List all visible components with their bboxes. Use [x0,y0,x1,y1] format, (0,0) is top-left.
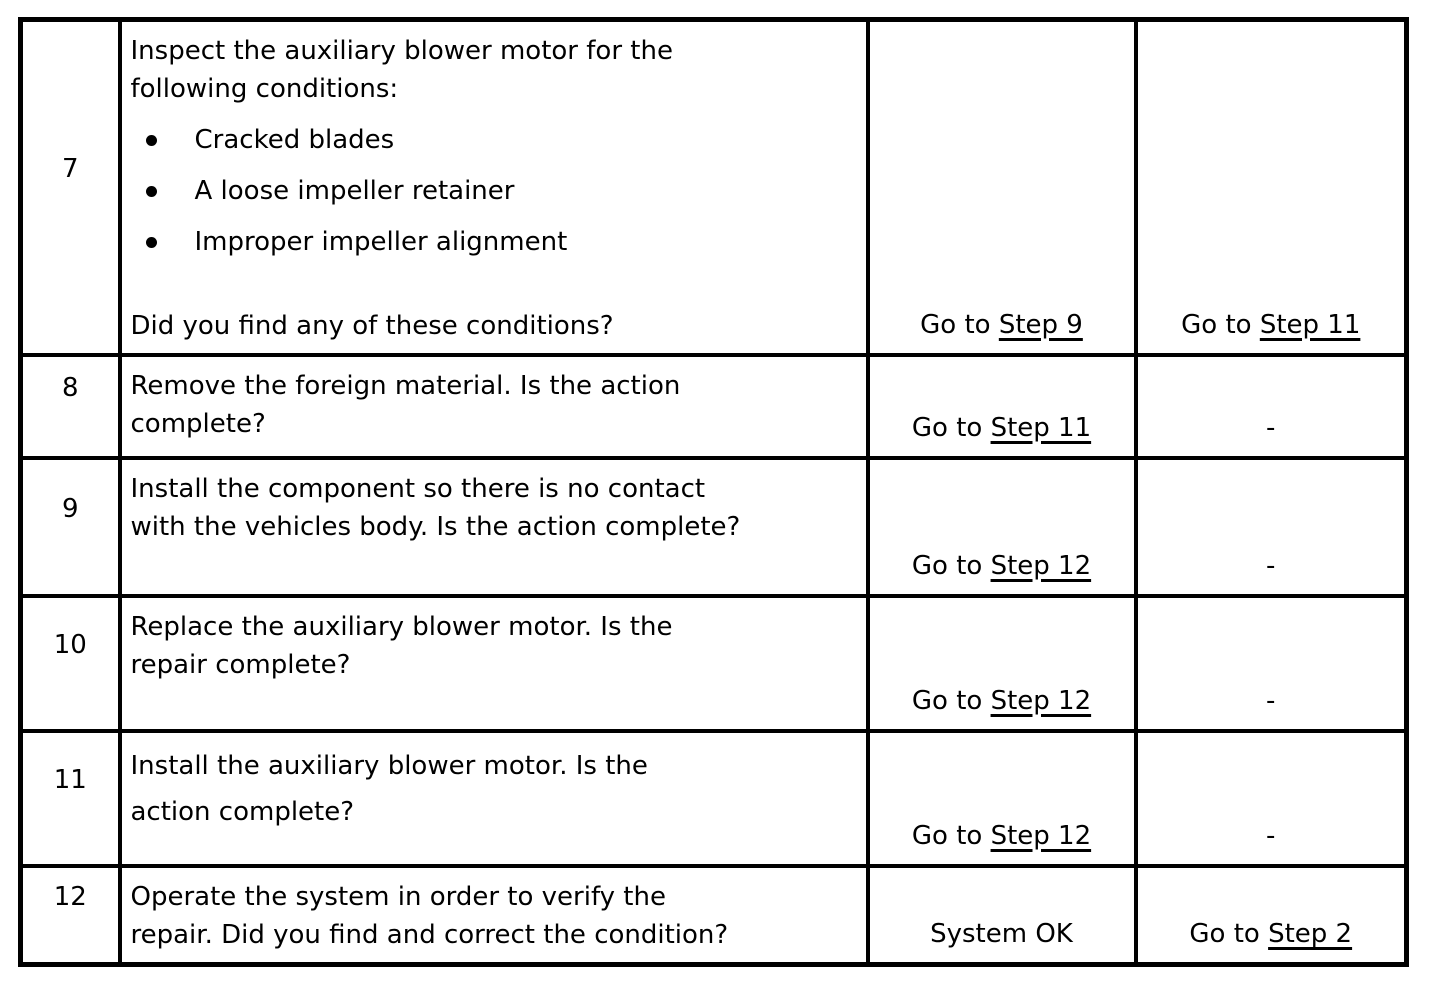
table-row-step-8: 8 Remove the foreign material. Is the ac… [18,352,1409,460]
step-12-link[interactable]: Step 12 [990,550,1092,581]
go-to-text: Go to [911,685,991,716]
yes-result-cell: Go to Step 12 [865,455,1138,598]
action-text: Install the component so there is no con… [130,473,741,542]
yes-result-cell: System OK [865,863,1138,967]
table-row-step-11: 11 Install the auxiliary blower motor. I… [18,728,1409,868]
go-to-text: Go to [911,412,991,443]
action-text: Replace the auxiliary blower motor. Is t… [130,611,673,680]
bullet-dot-icon [145,185,157,197]
go-to-text: Go to [911,820,991,851]
bullet-text: A loose impeller retainer [194,176,515,206]
step-9-link[interactable]: Step 9 [998,309,1083,340]
step-number: 8 [61,373,79,403]
no-result-cell: Go to Step 2 [1133,863,1409,967]
action-text: Operate the system in order to verify th… [130,881,729,950]
step-2-link[interactable]: Step 2 [1268,919,1353,949]
bullet-dot-icon [145,134,157,146]
step-cell: 11 [18,728,122,868]
step-number: 9 [61,493,79,524]
go-to-text: Go to [1189,919,1269,949]
action-text: Install the auxiliary blower motor. Is t… [130,750,648,827]
action-text: Remove the foreign material. Is the acti… [130,370,681,439]
action-cell: Remove the foreign material. Is the acti… [117,352,870,460]
diagnostic-table: 7 Inspect the auxiliary blower motor for… [18,17,1409,967]
step-cell: 8 [18,352,122,460]
action-cell: Replace the auxiliary blower motor. Is t… [117,593,870,733]
no-result-cell: - [1133,728,1409,868]
step-number: 12 [53,881,87,912]
action-cell: Install the component so there is no con… [117,455,870,598]
yes-result-cell: Go to Step 12 [865,728,1138,868]
step-11-link[interactable]: Step 11 [990,412,1092,443]
step-11-link[interactable]: Step 11 [1259,309,1361,340]
step-number: 11 [53,765,87,795]
dash-text: - [1266,550,1276,581]
step-cell: 7 [18,17,122,357]
no-result-cell: - [1133,593,1409,733]
bullet-item: Improper impeller alignment [131,223,860,261]
yes-result-cell: Go to Step 9 [865,17,1138,357]
step-number: 10 [53,630,87,660]
dash-text: - [1266,412,1276,443]
action-text: Inspect the auxiliary blower motor for t… [130,36,673,104]
bullet-dot-icon [145,236,157,248]
table-row-step-12: 12 Operate the system in order to verify… [18,863,1409,967]
go-to-text: Go to [1181,309,1260,340]
step-number: 7 [61,154,79,185]
no-result-cell: Go to Step 11 [1133,17,1409,357]
action-cell: Inspect the auxiliary blower motor for t… [117,17,870,357]
step-12-link[interactable]: Step 12 [990,685,1092,716]
action-cell: Install the auxiliary blower motor. Is t… [117,728,870,868]
bullet-item: Cracked blades [131,121,860,159]
bullet-text: Cracked blades [194,125,395,155]
spacer [131,261,860,307]
bullet-item: A loose impeller retainer [131,172,860,210]
dash-text: - [1266,685,1276,716]
question-text: Did you find any of these conditions? [130,311,614,341]
bullet-list: Cracked blades A loose impeller retainer… [131,108,860,261]
system-ok-text: System OK [930,919,1073,949]
yes-result-cell: Go to Step 12 [865,593,1138,733]
table-row-step-9: 9 Install the component so there is no c… [18,455,1409,598]
no-result-cell: - [1133,352,1409,460]
step-cell: 12 [18,863,122,967]
step-12-link[interactable]: Step 12 [990,820,1092,851]
action-cell: Operate the system in order to verify th… [117,863,870,967]
dash-text: - [1266,820,1276,851]
go-to-text: Go to [920,309,999,340]
table-row-step-7: 7 Inspect the auxiliary blower motor for… [18,17,1409,357]
step-cell: 10 [18,593,122,733]
no-result-cell: - [1133,455,1409,598]
go-to-text: Go to [911,550,991,581]
yes-result-cell: Go to Step 11 [865,352,1138,460]
step-cell: 9 [18,455,122,598]
bullet-text: Improper impeller alignment [194,227,568,257]
table-row-step-10: 10 Replace the auxiliary blower motor. I… [18,593,1409,733]
